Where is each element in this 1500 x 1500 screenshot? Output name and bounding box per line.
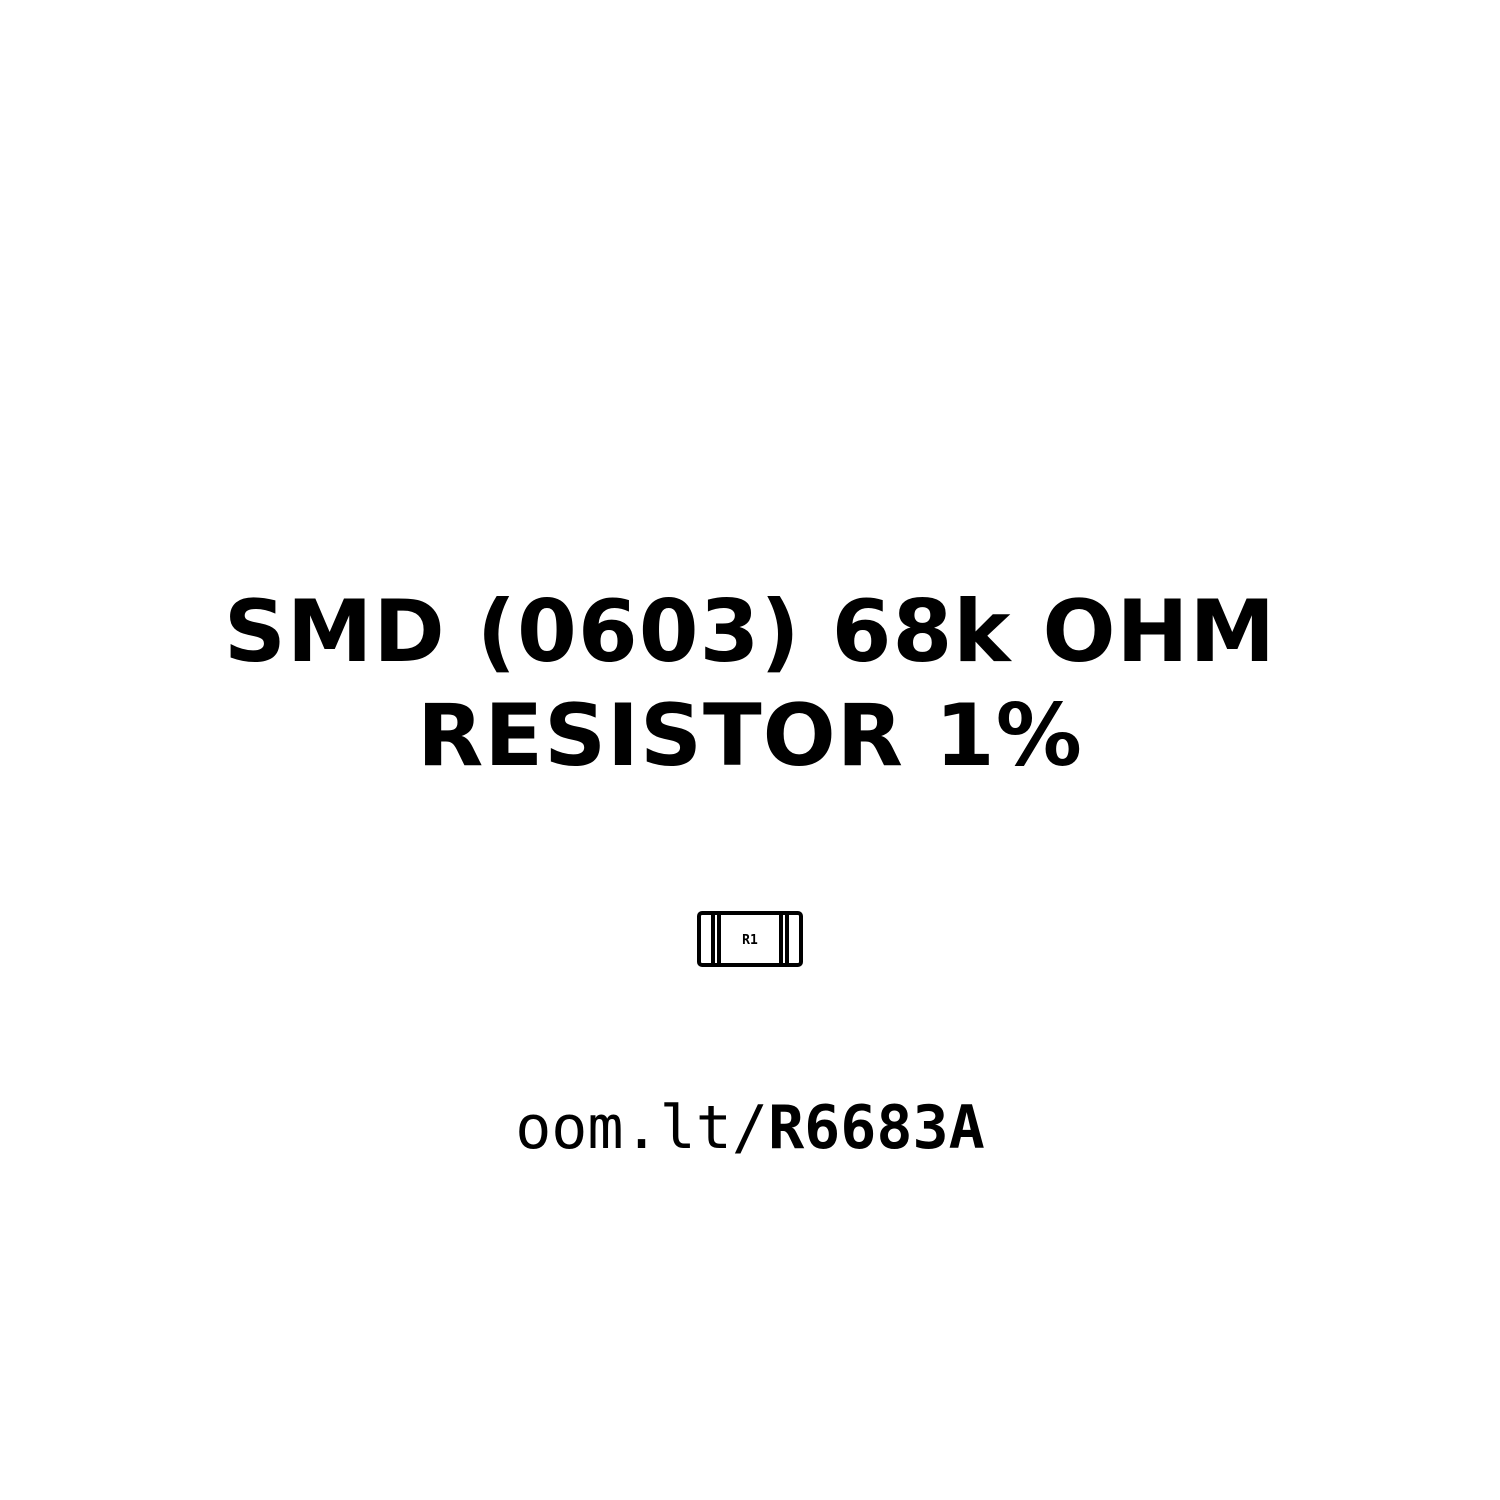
product-title-line-2: RESISTOR 1% (417, 686, 1083, 786)
product-title: SMD (0603) 68k OHM RESISTOR 1% (0, 580, 1500, 788)
product-link-prefix: oom.lt/ (515, 1093, 769, 1163)
resistor-icon-label: R1 (742, 933, 758, 948)
product-link-code: R6683A (768, 1093, 985, 1163)
product-link[interactable]: oom.lt/R6683A (0, 1092, 1500, 1164)
product-title-line-1: SMD (0603) 68k OHM (223, 582, 1277, 682)
smd-resistor-icon: R1 (697, 911, 803, 967)
